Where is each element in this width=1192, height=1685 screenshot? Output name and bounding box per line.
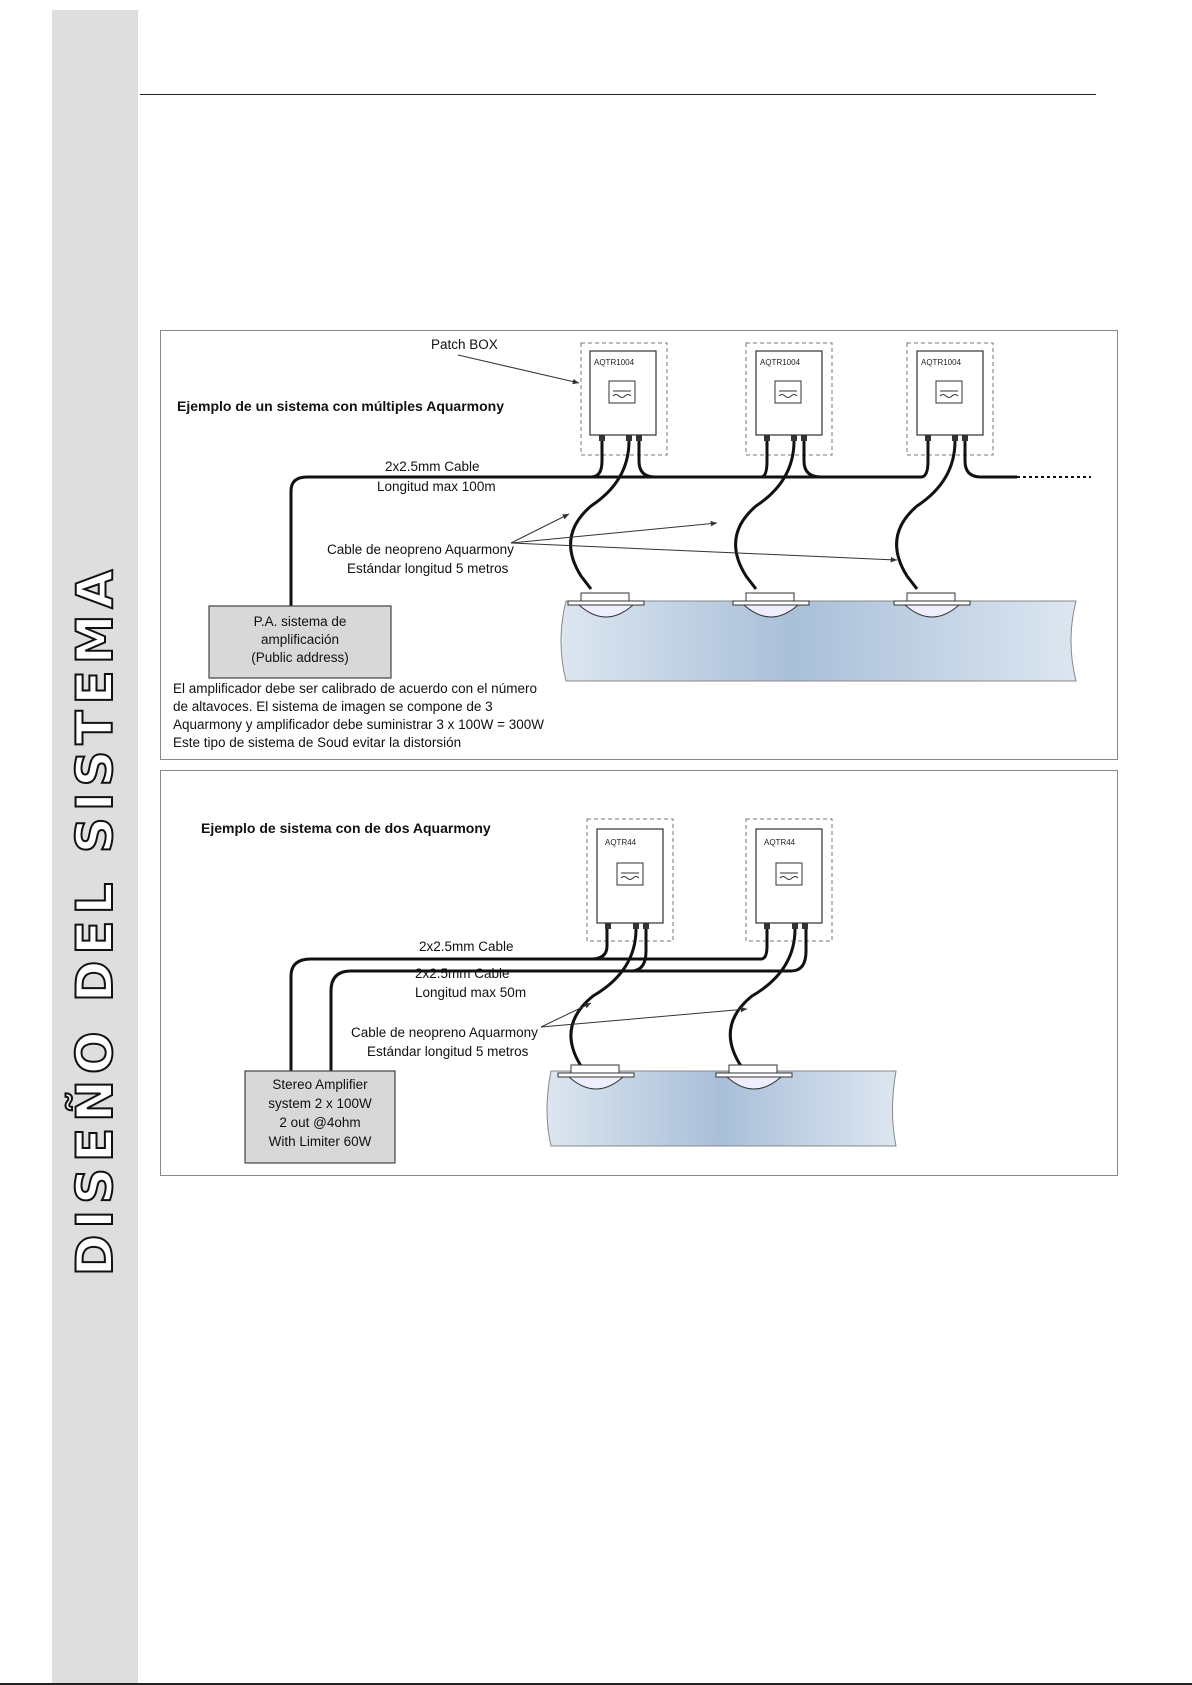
amp2-line-3: 2 out @4ohm xyxy=(279,1115,360,1130)
amp-line-3: (Public address) xyxy=(251,650,349,665)
neoprene-cable-b xyxy=(728,928,797,1067)
unit-3-icon xyxy=(935,380,963,404)
neoprene-label-1: Cable de neopreno Aquarmony xyxy=(327,542,514,557)
diagram-panel-multiple: Patch BOX Ejemplo de un sistema con múlt… xyxy=(160,330,1118,760)
unit-b-label: AQTR44 xyxy=(764,838,796,847)
speaker-1 xyxy=(567,592,645,618)
neoprene-cable-2 xyxy=(734,440,796,590)
diagram1-title: Ejemplo de un sistema con múltiples Aqua… xyxy=(177,398,504,414)
cable-b-label-1: 2x2.5mm Cable xyxy=(415,966,510,981)
patch-box-2 xyxy=(745,342,833,456)
cable-a xyxy=(289,929,769,1071)
patch-box-arrow xyxy=(457,354,580,385)
neoprene-cable-3 xyxy=(895,440,957,590)
cable-label-2: Longitud max 100m xyxy=(377,479,496,494)
main-cable xyxy=(289,475,581,606)
note-line-3: Aquarmony y amplificador debe suministra… xyxy=(173,717,544,732)
speaker-b xyxy=(715,1064,793,1090)
diagram-multiple-svg: Patch BOX Ejemplo de un sistema con múlt… xyxy=(173,337,1091,750)
neoprene2-label-1: Cable de neopreno Aquarmony xyxy=(351,1025,538,1040)
amp-line-2: amplificación xyxy=(261,632,339,647)
neoprene-cable-1 xyxy=(569,440,631,590)
neoprene-label-2: Estándar longitud 5 metros xyxy=(347,561,509,576)
bottom-rule xyxy=(0,1683,1192,1685)
patch-box-b xyxy=(745,818,833,942)
amp2-line-4: With Limiter 60W xyxy=(269,1134,372,1149)
cable-a-label: 2x2.5mm Cable xyxy=(419,939,514,954)
unit-a-label: AQTR44 xyxy=(605,838,637,847)
note-line-2: de altavoces. El sistema de imagen se co… xyxy=(173,699,493,714)
unit-1-label: AQTR1004 xyxy=(594,358,635,367)
patch-box-1 xyxy=(580,342,668,456)
patch-box-a xyxy=(586,818,674,942)
unit-2-icon xyxy=(774,380,802,404)
cable-b xyxy=(329,929,648,1071)
note-line-4: Este tipo de sistema de Soud evitar la d… xyxy=(173,735,461,750)
note-line-1: El amplificador debe ser calibrado de ac… xyxy=(173,681,537,696)
cable-label-1: 2x2.5mm Cable xyxy=(385,459,480,474)
diagram-two-svg: Ejemplo de sistema con de dos Aquarmony … xyxy=(201,818,897,1164)
section-title: DISEÑO DEL SISTEMA xyxy=(65,563,125,1277)
pool-water xyxy=(560,600,1077,682)
cable-b-label-2: Longitud max 50m xyxy=(415,985,526,1000)
diagram2-title: Ejemplo de sistema con de dos Aquarmony xyxy=(201,820,491,836)
unit-b-icon xyxy=(775,862,803,886)
pool-water-2 xyxy=(546,1070,897,1147)
header-rule xyxy=(140,94,1096,95)
patch-box-3 xyxy=(906,342,994,456)
unit-2-label: AQTR1004 xyxy=(760,358,801,367)
speaker-2 xyxy=(732,592,810,618)
unit-3-label: AQTR1004 xyxy=(921,358,962,367)
unit-a-icon xyxy=(616,862,644,886)
pa-amplifier-box xyxy=(208,605,392,679)
speaker-a xyxy=(557,1064,635,1090)
patch-box-label: Patch BOX xyxy=(431,337,498,352)
neoprene2-label-2: Estándar longitud 5 metros xyxy=(367,1044,529,1059)
neoprene-cable-a xyxy=(569,928,638,1067)
sidebar xyxy=(52,10,138,1685)
diagram-panel-two: Ejemplo de sistema con de dos Aquarmony … xyxy=(160,770,1118,1176)
amp2-line-2: system 2 x 100W xyxy=(268,1096,372,1111)
amp2-line-1: Stereo Amplifier xyxy=(272,1077,368,1092)
speaker-3 xyxy=(893,592,971,618)
amp-line-1: P.A. sistema de xyxy=(254,614,347,629)
unit-1-icon xyxy=(608,380,636,404)
stereo-amplifier-box xyxy=(244,1070,396,1164)
